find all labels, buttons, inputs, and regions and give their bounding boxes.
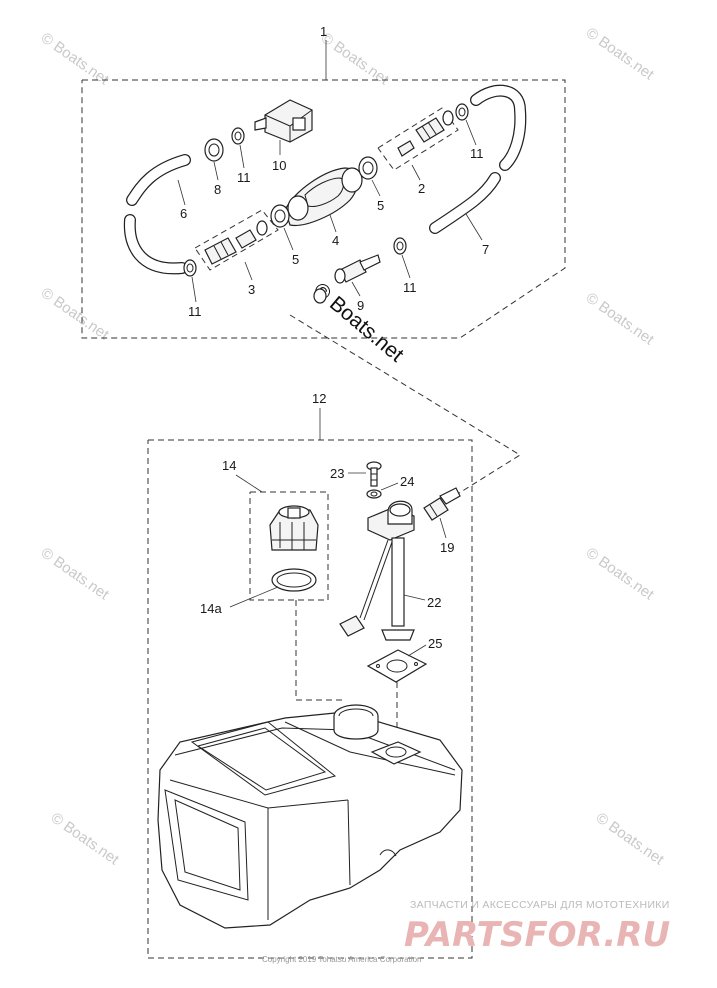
watermark: © Boats.net bbox=[38, 284, 113, 343]
label-24: 24 bbox=[400, 474, 414, 489]
label-11: 11 bbox=[188, 304, 202, 319]
label-12: 12 bbox=[312, 391, 326, 406]
label-22: 22 bbox=[427, 595, 441, 610]
hose-right bbox=[429, 84, 527, 234]
label-2: 2 bbox=[418, 181, 425, 196]
label-11: 11 bbox=[403, 280, 417, 295]
watermark: © Boats.net bbox=[583, 24, 658, 83]
label-7: 7 bbox=[482, 242, 489, 257]
label-5: 5 bbox=[292, 252, 299, 267]
check-valve-3 bbox=[194, 209, 279, 271]
o-ring-14a bbox=[271, 568, 317, 592]
fuel-cap-14 bbox=[269, 505, 319, 551]
partsfor-banner: ЗАПЧАСТИ И АКСЕССУАРЫ ДЛЯ МОТОТЕХНИКИ PA… bbox=[262, 899, 670, 964]
label-3: 3 bbox=[248, 282, 255, 297]
watermark: © Boats.net bbox=[593, 809, 668, 868]
label-4: 4 bbox=[332, 233, 339, 248]
banner-subtitle: ЗАПЧАСТИ И АКСЕССУАРЫ ДЛЯ МОТОТЕХНИКИ bbox=[410, 899, 670, 911]
watermark: © Boats.net bbox=[48, 809, 123, 868]
clamp-11-top-right bbox=[455, 103, 469, 121]
fitting-19 bbox=[423, 487, 461, 521]
primer-bulb-4 bbox=[284, 167, 363, 227]
label-19: 19 bbox=[440, 540, 454, 555]
label-9: 9 bbox=[357, 298, 364, 313]
connector-10 bbox=[254, 99, 313, 143]
fuel-tank-body bbox=[157, 704, 463, 929]
ring-8 bbox=[204, 138, 224, 162]
group-1-box bbox=[81, 79, 566, 339]
group-14-box bbox=[249, 491, 329, 601]
ring-5-left bbox=[270, 204, 290, 228]
connector-9 bbox=[313, 254, 381, 304]
label-11: 11 bbox=[237, 170, 251, 185]
gasket-25 bbox=[366, 649, 428, 683]
screw-23 bbox=[366, 461, 382, 487]
label-6: 6 bbox=[180, 206, 187, 221]
label-5: 5 bbox=[377, 198, 384, 213]
label-1: 1 bbox=[320, 24, 327, 39]
clamp-11-left bbox=[183, 259, 197, 277]
connector-lines bbox=[289, 314, 521, 506]
label-23: 23 bbox=[330, 466, 344, 481]
watermark: © Boats.net bbox=[38, 29, 113, 88]
banner-logo: PARTSFOR.RU bbox=[404, 915, 670, 955]
watermark: © Boats.net bbox=[38, 544, 113, 603]
hose-6 bbox=[123, 154, 191, 275]
ring-5-right bbox=[358, 156, 378, 180]
fuel-gauge-22 bbox=[339, 500, 415, 641]
label-14a: 14a bbox=[200, 601, 222, 616]
label-10: 10 bbox=[272, 158, 286, 173]
label-14: 14 bbox=[222, 458, 236, 473]
label-8: 8 bbox=[214, 182, 221, 197]
group-12-box bbox=[147, 439, 473, 959]
watermark: © Boats.net bbox=[583, 544, 658, 603]
clamp-11-bottom bbox=[393, 237, 407, 255]
watermark: © Boats.net bbox=[583, 289, 658, 348]
copyright-text: Copyright 2019 Tohatsu America Corporati… bbox=[262, 955, 422, 964]
check-valve-2 bbox=[377, 107, 459, 171]
fuel-tank-assembly: 12 14 14a 23 bbox=[147, 391, 473, 959]
label-25: 25 bbox=[428, 636, 442, 651]
washer-24 bbox=[366, 489, 382, 499]
fuel-line-assembly: 1 6 7 11 11 bbox=[81, 24, 566, 339]
label-11: 11 bbox=[470, 146, 484, 161]
clamp-11-top bbox=[231, 127, 245, 145]
